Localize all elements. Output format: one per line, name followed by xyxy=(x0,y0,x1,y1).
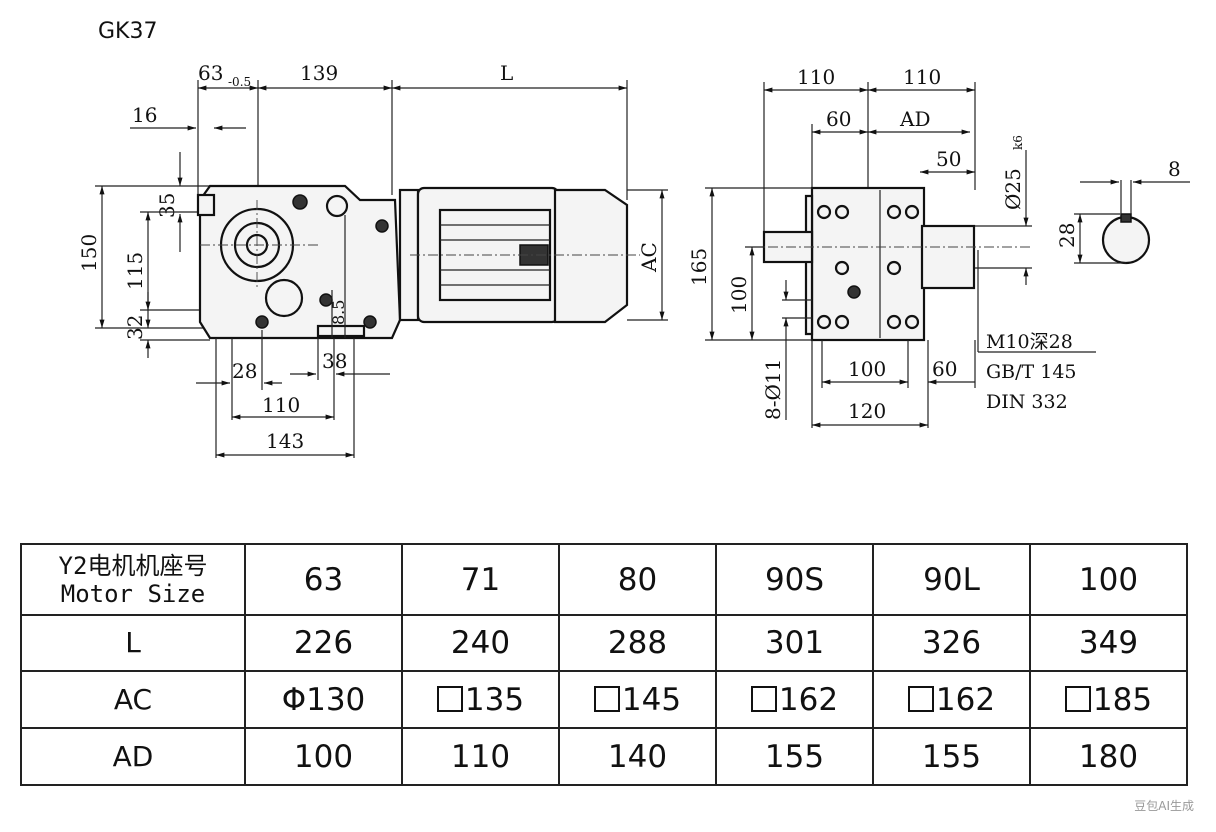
side-view: 110 110 60 AD 50 Ø25 k6 xyxy=(687,65,1096,428)
dim-d25: Ø25 xyxy=(1001,168,1025,210)
AC-cell: 162 xyxy=(872,670,1031,729)
AC-value: 162 xyxy=(778,681,839,718)
L-cell: 240 xyxy=(401,614,560,672)
dim-60-bottom: 60 xyxy=(932,357,957,381)
dim-32: 32 xyxy=(123,315,147,340)
square-icon xyxy=(436,685,463,712)
dim-35: 35 xyxy=(155,193,179,218)
dim-110-bottom: 110 xyxy=(262,393,300,417)
size-cell: 63 xyxy=(244,543,403,616)
note-gb-standard: GB/T 145 xyxy=(986,361,1077,383)
dim-16: 16 xyxy=(132,103,157,127)
AC-value: 135 xyxy=(464,681,525,718)
square-icon xyxy=(593,685,620,712)
table-row: AD 100 110 140 155 155 180 xyxy=(20,727,1188,786)
technical-drawing: GK37 63 -0.5 139 L 16 150 115 35 xyxy=(77,19,1190,458)
dim-60-top: 60 xyxy=(826,107,851,131)
row-label-AD: AD xyxy=(20,727,246,786)
L-cell: 301 xyxy=(715,614,874,672)
AC-value: 145 xyxy=(621,681,682,718)
dim-63-tolerance: -0.5 xyxy=(228,75,251,89)
AC-cell: 135 xyxy=(401,670,560,729)
size-cell: 90L xyxy=(872,543,1031,616)
table-header-label: Y2电机机座号 Motor Size xyxy=(20,543,246,616)
dim-100-vertical: 100 xyxy=(727,276,751,314)
L-cell: 349 xyxy=(1029,614,1188,672)
note-thread: M10深28 xyxy=(986,331,1073,353)
table-row: L 226 240 288 301 326 349 xyxy=(20,614,1188,672)
square-icon xyxy=(750,685,777,712)
keyway-section: 8 28 xyxy=(1055,157,1190,265)
dim-8-d11: 8-Ø11 xyxy=(761,359,785,420)
drawing-title: GK37 xyxy=(98,19,157,44)
AD-cell: 110 xyxy=(401,727,560,786)
row-label-L: L xyxy=(20,614,246,672)
size-cell: 80 xyxy=(558,543,717,616)
AD-cell: 155 xyxy=(872,727,1031,786)
AD-cell: 100 xyxy=(244,727,403,786)
watermark: 豆包AI生成 xyxy=(1134,799,1194,813)
dim-key-8: 8 xyxy=(1168,157,1181,181)
AC-value: 162 xyxy=(935,681,996,718)
dim-8-5: 8.5 xyxy=(329,300,348,325)
table-row: AC Φ130 135 145 162 162 185 xyxy=(20,670,1188,729)
dim-AD: AD xyxy=(899,107,930,131)
dim-AC: AC xyxy=(637,242,661,273)
L-cell: 288 xyxy=(558,614,717,672)
dim-50: 50 xyxy=(936,147,961,171)
L-cell: 326 xyxy=(872,614,1031,672)
header-label-en: Motor Size xyxy=(60,579,206,608)
front-view: 63 -0.5 139 L 16 150 115 35 32 xyxy=(77,61,668,458)
AC-cell: Φ130 xyxy=(244,670,403,729)
header-label-cn: Y2电机机座号 xyxy=(58,551,208,580)
dim-28: 28 xyxy=(232,359,257,383)
AC-cell: 185 xyxy=(1029,670,1188,729)
note-din-standard: DIN 332 xyxy=(986,391,1068,413)
AD-cell: 155 xyxy=(715,727,874,786)
row-label-AC: AC xyxy=(20,670,246,729)
dim-115: 115 xyxy=(123,252,147,290)
AD-cell: 140 xyxy=(558,727,717,786)
dim-L: L xyxy=(500,61,513,85)
size-cell: 90S xyxy=(715,543,874,616)
AC-cell: 145 xyxy=(558,670,717,729)
size-cell: 100 xyxy=(1029,543,1188,616)
AD-cell: 180 xyxy=(1029,727,1188,786)
dim-110-left: 110 xyxy=(797,65,835,89)
dim-143: 143 xyxy=(266,429,304,453)
square-icon xyxy=(907,685,934,712)
dim-key-28: 28 xyxy=(1055,223,1079,248)
dim-150: 150 xyxy=(77,234,101,272)
phi-icon: Φ xyxy=(281,681,307,718)
dim-38: 38 xyxy=(322,349,347,373)
dim-165: 165 xyxy=(687,248,711,286)
square-icon xyxy=(1064,685,1091,712)
dim-63: 63 xyxy=(198,61,223,85)
AC-value: 185 xyxy=(1092,681,1153,718)
AC-cell: 162 xyxy=(715,670,874,729)
motor-size-table: Y2电机机座号 Motor Size 63 71 80 90S 90L 100 … xyxy=(20,543,1188,786)
dim-d25-tolerance: k6 xyxy=(1011,135,1025,150)
L-cell: 226 xyxy=(244,614,403,672)
dim-110-right: 110 xyxy=(903,65,941,89)
dim-139: 139 xyxy=(300,61,338,85)
dim-120: 120 xyxy=(848,399,886,423)
dim-100-horizontal: 100 xyxy=(848,357,886,381)
table-header-row: Y2电机机座号 Motor Size 63 71 80 90S 90L 100 xyxy=(20,543,1188,616)
AC-value: 130 xyxy=(306,681,366,718)
size-cell: 71 xyxy=(401,543,560,616)
